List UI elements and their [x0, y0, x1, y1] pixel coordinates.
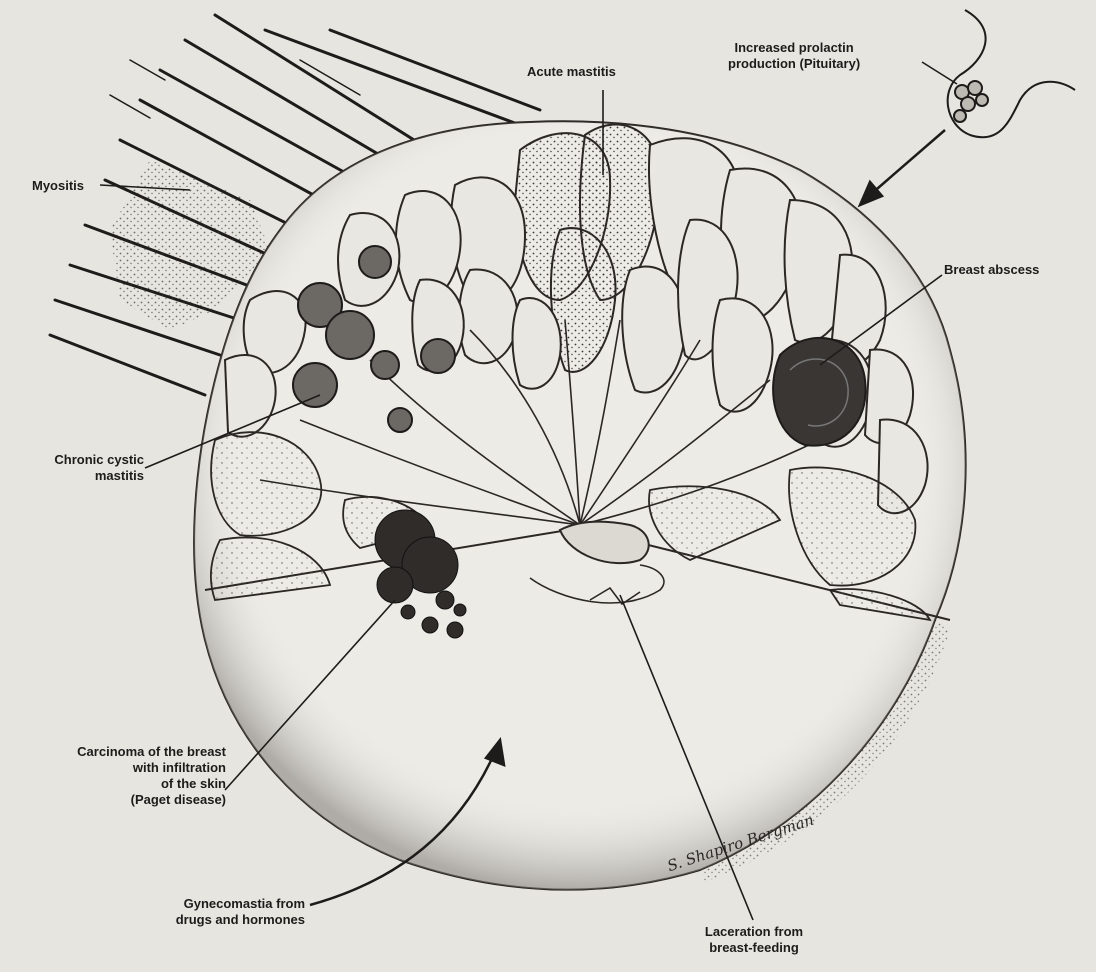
- label-laceration: Laceration from breast-feeding: [694, 924, 814, 956]
- label-laceration-line-1: Laceration from: [694, 924, 814, 940]
- label-chronic-cystic-line-2: mastitis: [16, 468, 144, 484]
- label-carcinoma-line-4: (Paget disease): [26, 792, 226, 808]
- label-gynecomastia-line-1: Gynecomastia from: [120, 896, 305, 912]
- label-prolactin-line-1: Increased prolactin: [728, 40, 860, 56]
- label-carcinoma-line-1: Carcinoma of the breast: [26, 744, 226, 760]
- label-carcinoma-line-2: with infiltration: [26, 760, 226, 776]
- label-acute-mastitis-text: Acute mastitis: [527, 64, 616, 80]
- label-carcinoma-line-3: of the skin: [26, 776, 226, 792]
- label-gynecomastia-line-2: drugs and hormones: [120, 912, 305, 928]
- pituitary-sketch: [948, 10, 1075, 137]
- abscess: [773, 338, 865, 446]
- label-acute-mastitis: Acute mastitis: [527, 64, 616, 80]
- label-chronic-cystic: Chronic cystic mastitis: [16, 452, 144, 484]
- label-carcinoma: Carcinoma of the breast with infiltratio…: [26, 744, 226, 808]
- prolactin-arrow: [870, 130, 945, 195]
- label-myositis: Myositis: [32, 178, 84, 194]
- label-breast-abscess: Breast abscess: [944, 262, 1039, 278]
- label-myositis-text: Myositis: [32, 178, 84, 194]
- label-gynecomastia: Gynecomastia from drugs and hormones: [120, 896, 305, 928]
- label-chronic-cystic-line-1: Chronic cystic: [16, 452, 144, 468]
- label-laceration-line-2: breast-feeding: [694, 940, 814, 956]
- label-breast-abscess-text: Breast abscess: [944, 262, 1039, 278]
- leader-prolactin: [922, 62, 957, 84]
- label-prolactin-line-2: production (Pituitary): [728, 56, 860, 72]
- label-prolactin: Increased prolactin production (Pituitar…: [728, 40, 860, 72]
